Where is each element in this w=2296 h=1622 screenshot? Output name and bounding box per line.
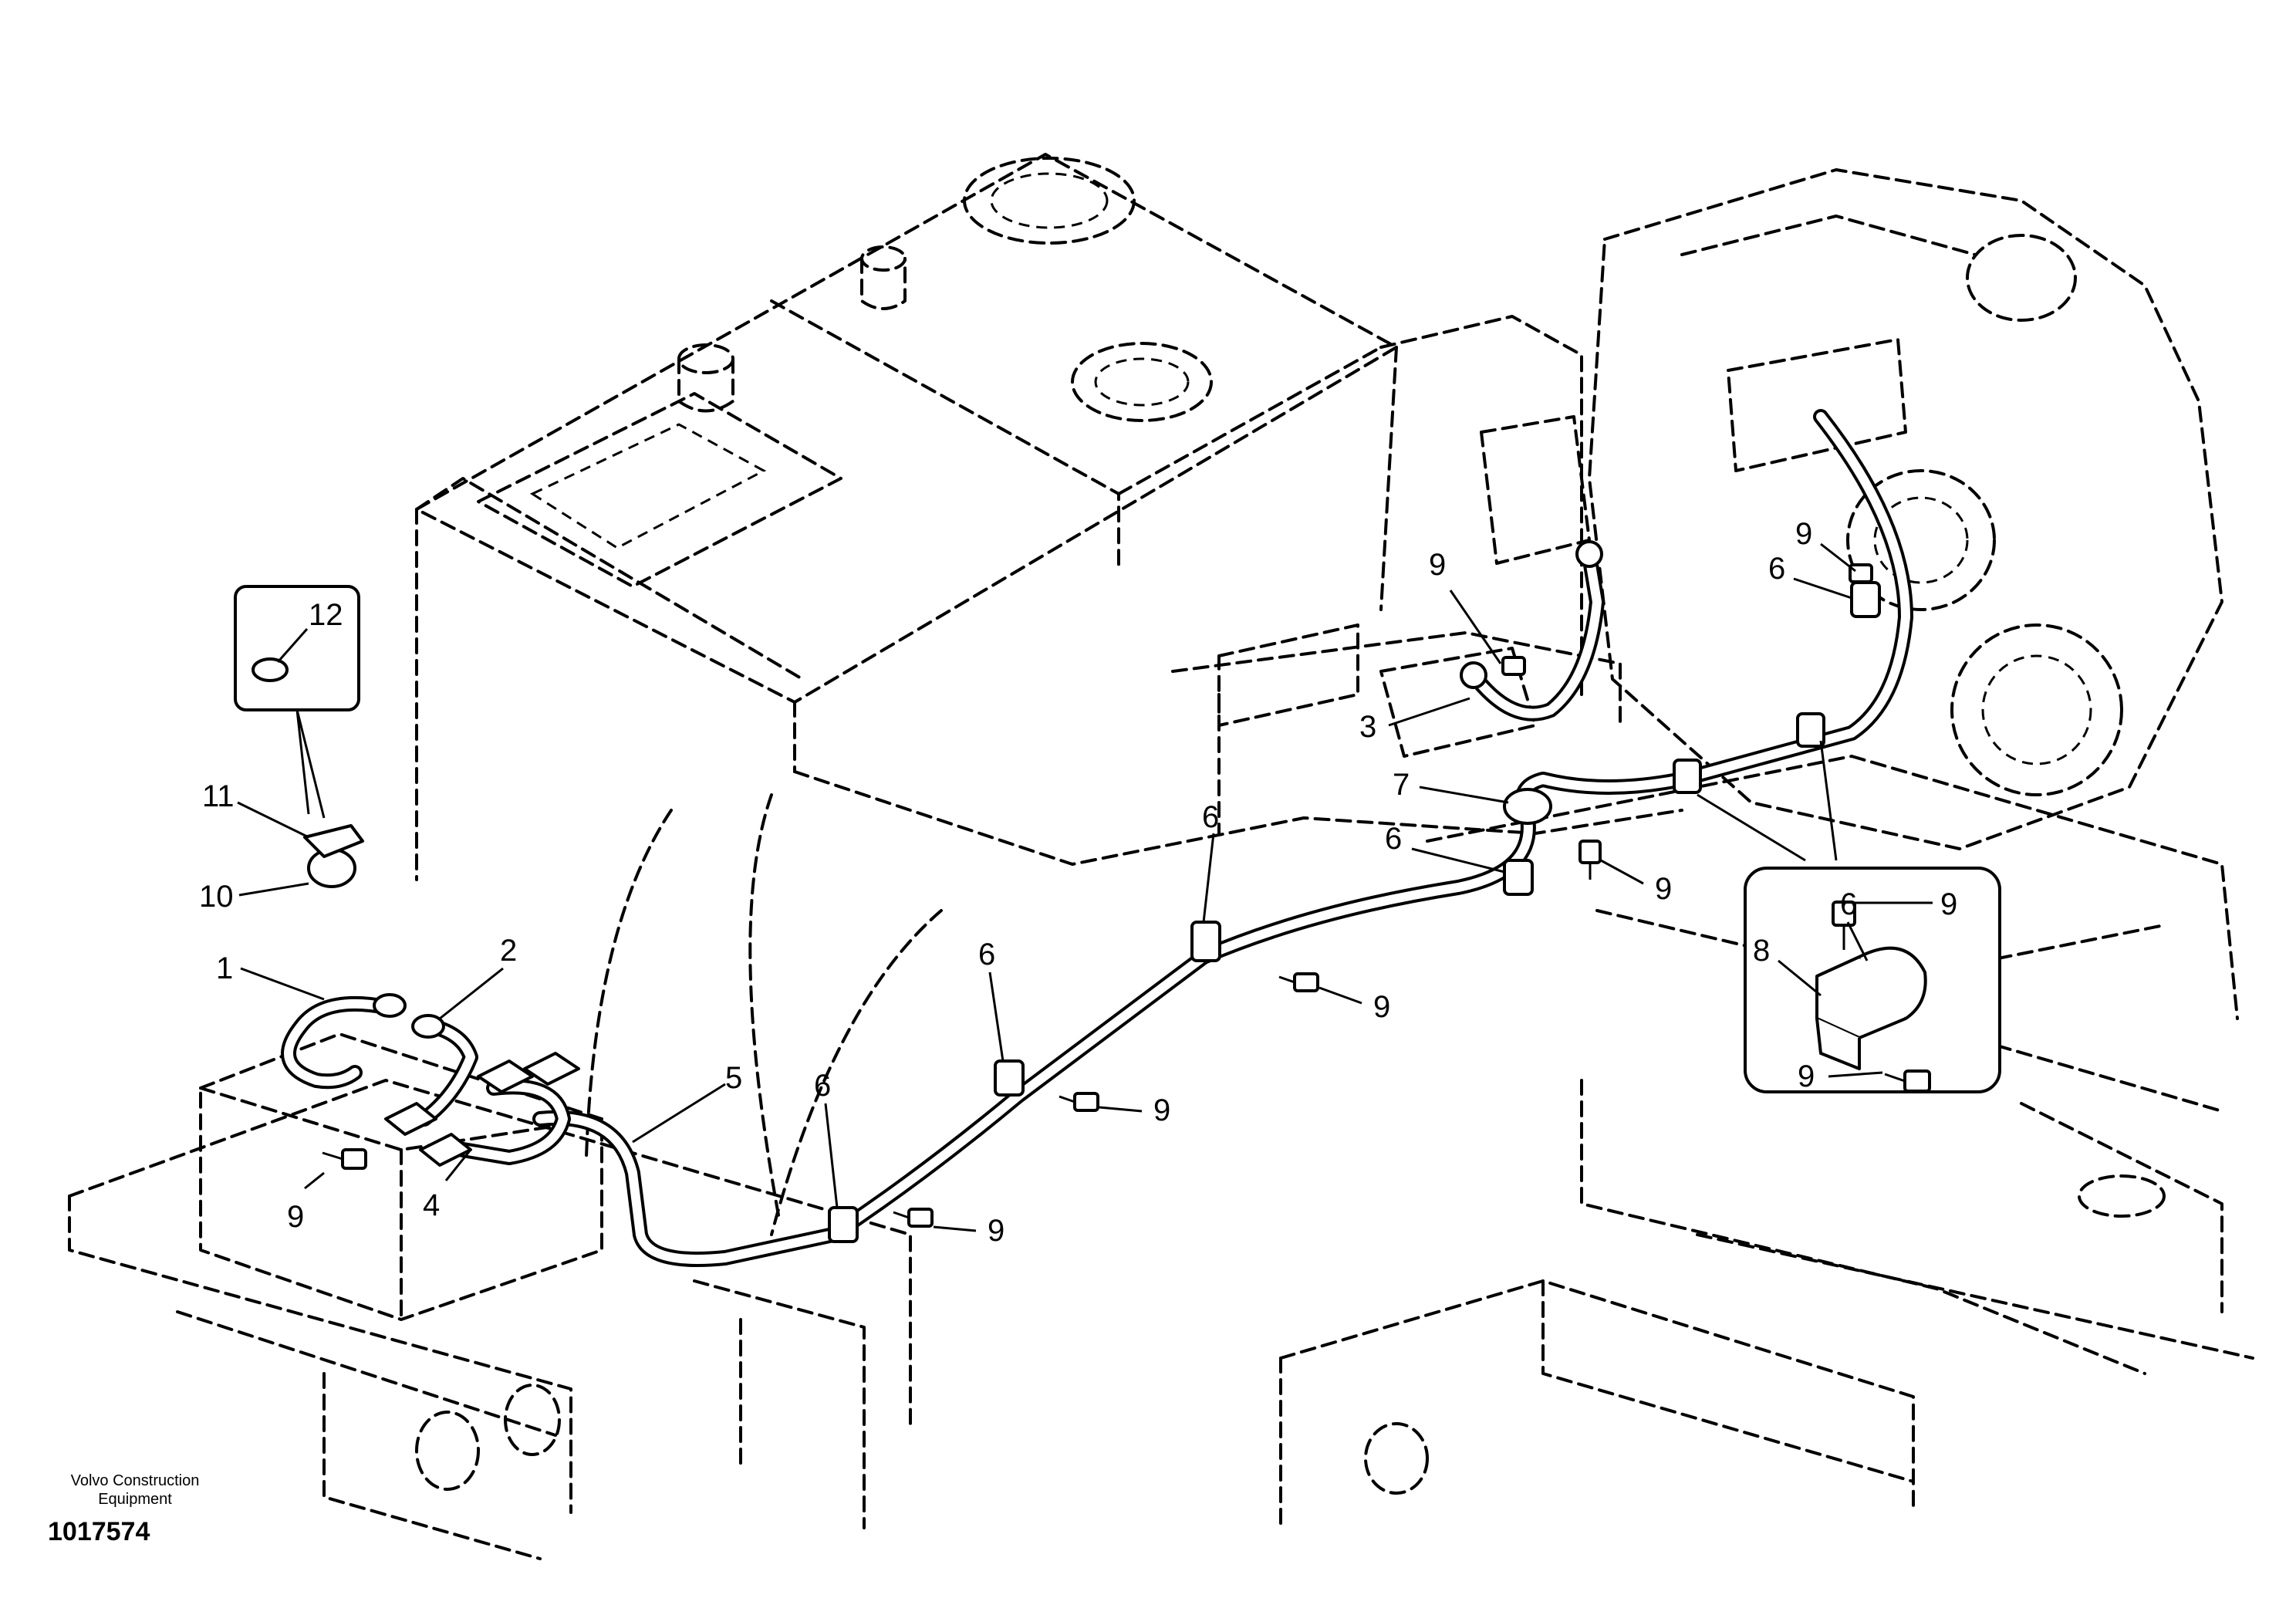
callouts: 1 2 3 4 5 6 6 6 6 6 6 7 8 9 9 xyxy=(199,517,1957,1248)
brand-line-1: Volvo Construction xyxy=(70,1472,200,1489)
callout-9a: 9 xyxy=(988,1214,1004,1248)
callout-6e: 6 xyxy=(1768,552,1785,586)
callout-6b: 6 xyxy=(978,938,995,972)
callout-6f: 6 xyxy=(1840,887,1857,921)
callout-9f: 9 xyxy=(1795,517,1812,551)
callout-9b: 9 xyxy=(1153,1093,1170,1127)
cable-5 xyxy=(532,409,1913,1267)
callout-6a: 6 xyxy=(814,1069,831,1103)
callout-9i: 9 xyxy=(1798,1059,1815,1093)
detail-inset xyxy=(1697,740,2001,1093)
callout-9h: 9 xyxy=(1940,887,1957,921)
callout-12: 12 xyxy=(309,598,343,632)
callout-3: 3 xyxy=(1359,710,1376,744)
battery-switch xyxy=(234,585,364,888)
battery-cables xyxy=(281,993,580,1167)
callout-2: 2 xyxy=(500,934,517,968)
callout-9d: 9 xyxy=(1655,872,1672,906)
callout-9c: 9 xyxy=(1373,990,1390,1024)
callout-9g: 9 xyxy=(287,1200,304,1234)
callout-11: 11 xyxy=(202,779,235,813)
callout-5: 5 xyxy=(725,1061,742,1095)
bolts xyxy=(322,563,1873,1228)
cable-3 xyxy=(1460,540,1605,721)
callout-6c: 6 xyxy=(1202,800,1219,834)
callout-9e: 9 xyxy=(1429,548,1446,582)
callout-1: 1 xyxy=(216,951,233,985)
callout-6d: 6 xyxy=(1385,822,1402,856)
callout-4: 4 xyxy=(423,1188,440,1222)
callout-7: 7 xyxy=(1393,768,1410,802)
cable-clamps xyxy=(828,581,1881,1243)
callout-8: 8 xyxy=(1753,934,1770,968)
machine-outline xyxy=(68,153,2254,1560)
brand-line-2: Equipment xyxy=(98,1491,172,1508)
drawing-number: 1017574 xyxy=(48,1517,150,1546)
callout-10: 10 xyxy=(199,880,234,914)
